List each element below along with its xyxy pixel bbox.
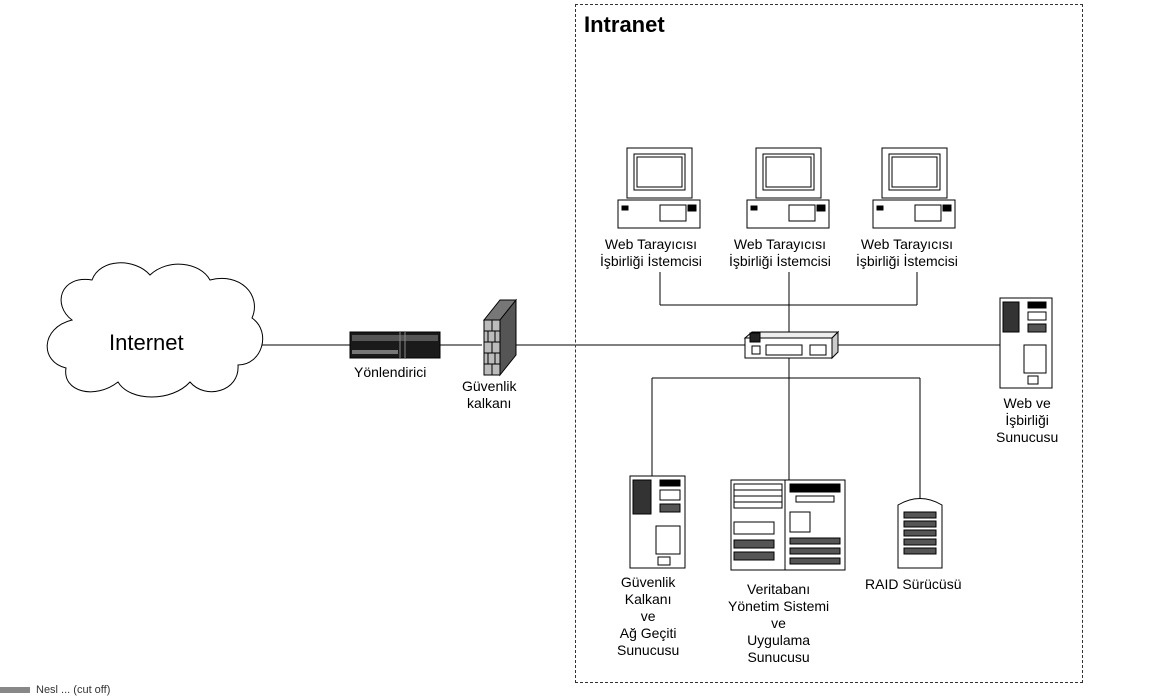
router-label: Yönlendirici [354,364,427,380]
client-computer-icon-2 [746,147,830,229]
raid-drive-icon [897,498,943,569]
client-computer-icon-3 [872,147,956,229]
footnote-mark [0,687,30,694]
web-server-icon [999,297,1053,389]
gateway-server-icon [629,475,686,569]
switch-icon [743,330,840,360]
internet-label: Internet [109,330,184,355]
router-icon [349,331,441,359]
firewall-icon [482,298,518,377]
intranet-title: Intranet [584,12,665,37]
database-server-icon [730,479,846,571]
internet-cloud [46,262,264,398]
intranet-boundary [575,4,1083,683]
client-computer-icon-1 [617,147,701,229]
raid-label: RAID Sürücüsü [865,576,962,592]
connection-lines [262,272,1000,498]
footnote: Nesl ... (cut off) [0,684,110,696]
